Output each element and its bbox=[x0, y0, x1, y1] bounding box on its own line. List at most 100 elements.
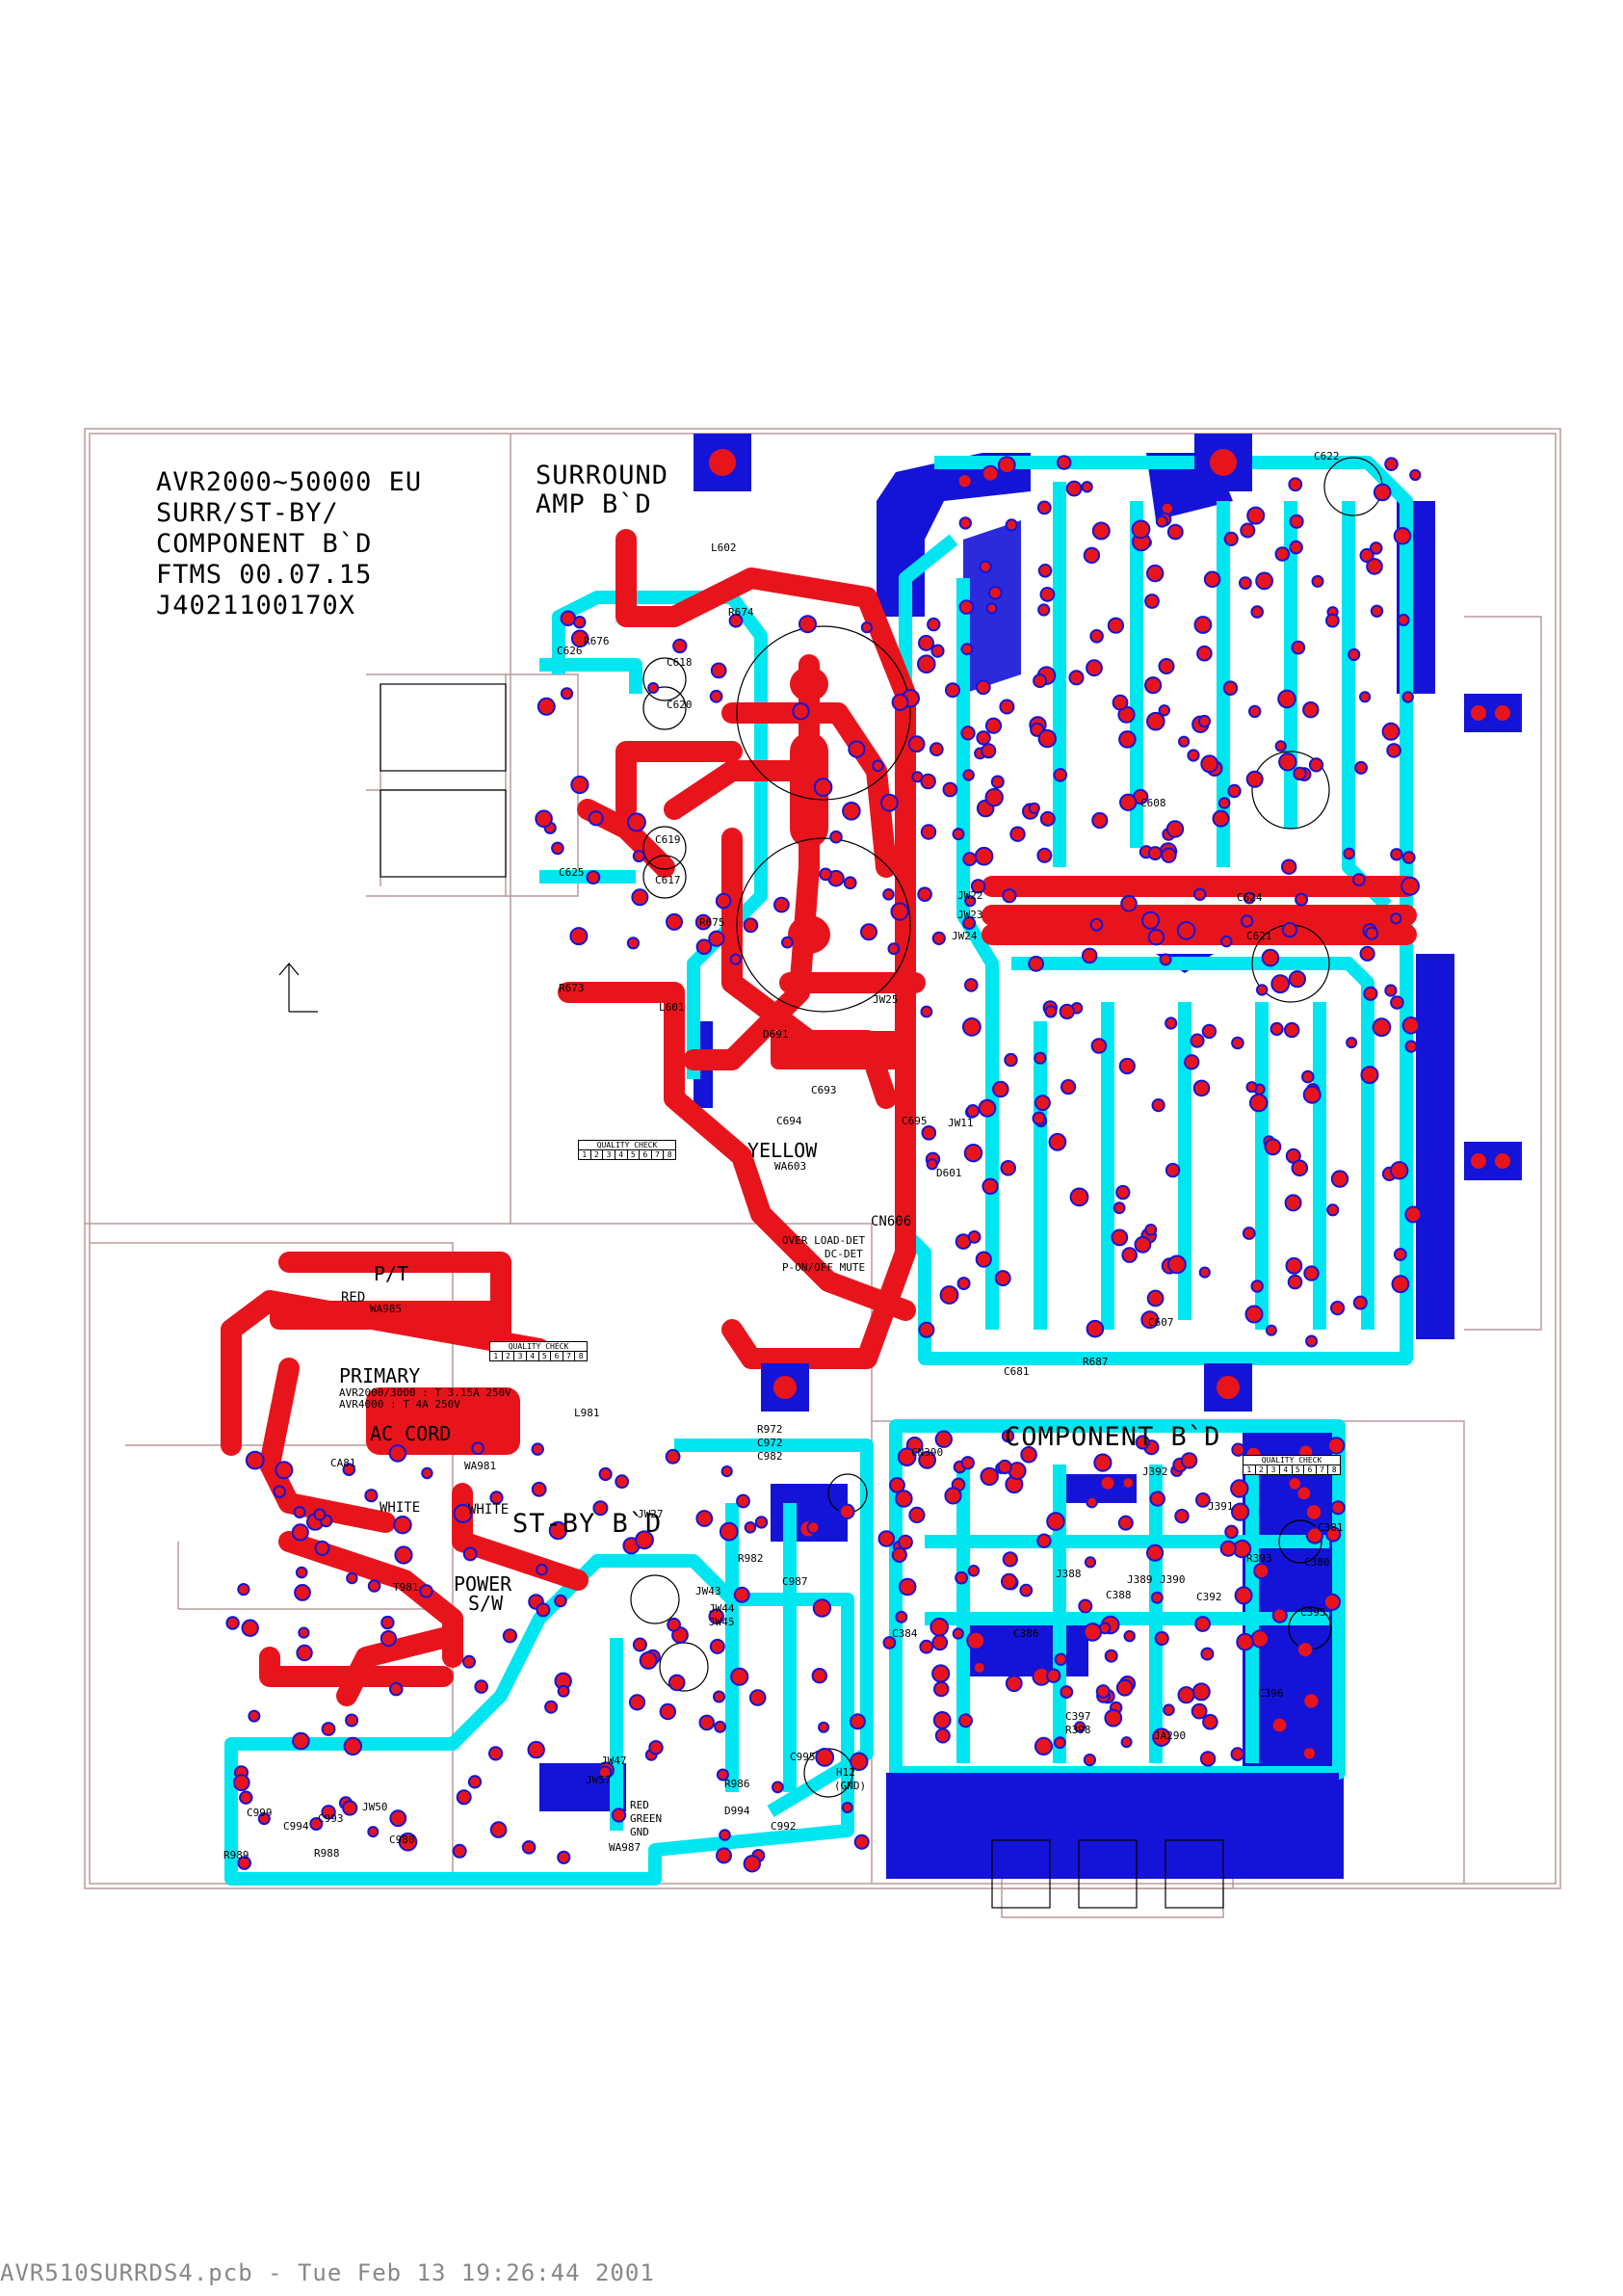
via bbox=[962, 916, 977, 931]
jw47-label: JW47 bbox=[601, 1755, 627, 1767]
via bbox=[1166, 523, 1184, 541]
via bbox=[907, 735, 926, 753]
via bbox=[931, 1634, 949, 1651]
via bbox=[1401, 1016, 1421, 1035]
via bbox=[934, 1728, 951, 1744]
qc-cell: 1 bbox=[1243, 1465, 1256, 1474]
via bbox=[1119, 793, 1138, 811]
via bbox=[1039, 587, 1056, 602]
via bbox=[942, 781, 958, 798]
via bbox=[848, 740, 866, 758]
via bbox=[666, 912, 683, 931]
via bbox=[1083, 1623, 1103, 1642]
via bbox=[1089, 917, 1104, 932]
c980-label: C980 bbox=[389, 1834, 415, 1846]
via bbox=[1381, 722, 1400, 741]
r982-label: R982 bbox=[738, 1552, 764, 1565]
via bbox=[659, 1702, 676, 1721]
qc-cell: 6 bbox=[1304, 1465, 1317, 1474]
via bbox=[1147, 929, 1165, 946]
via bbox=[1270, 974, 1291, 994]
qc-cell: 5 bbox=[539, 1352, 552, 1360]
via bbox=[1054, 1736, 1066, 1750]
via bbox=[1305, 1526, 1324, 1544]
via bbox=[1301, 1746, 1318, 1761]
via bbox=[1373, 483, 1392, 502]
jw50-label: JW50 bbox=[362, 1801, 388, 1813]
c396-label: C396 bbox=[1258, 1687, 1284, 1700]
via bbox=[1287, 1274, 1303, 1290]
via bbox=[1245, 1081, 1258, 1094]
via bbox=[964, 978, 979, 992]
via bbox=[1159, 953, 1172, 966]
via bbox=[997, 1459, 1012, 1475]
via bbox=[1093, 1453, 1113, 1472]
via bbox=[389, 1809, 407, 1828]
jw27-label: JW27 bbox=[638, 1508, 664, 1520]
via bbox=[744, 1521, 757, 1534]
via bbox=[489, 1821, 508, 1838]
via bbox=[364, 1489, 379, 1503]
via bbox=[979, 560, 992, 573]
via bbox=[1326, 1203, 1340, 1217]
via bbox=[1048, 1132, 1067, 1151]
via bbox=[548, 1520, 568, 1541]
via bbox=[980, 1466, 999, 1487]
sw-label: S/W bbox=[468, 1592, 504, 1615]
via bbox=[743, 917, 759, 934]
via bbox=[536, 1602, 551, 1618]
via bbox=[1086, 659, 1103, 677]
via bbox=[1178, 735, 1191, 748]
via bbox=[728, 613, 744, 628]
qc-cell: 8 bbox=[1331, 1465, 1337, 1474]
via bbox=[1195, 1492, 1211, 1508]
via bbox=[1167, 1254, 1187, 1275]
overload-label: OVER LOAD-DET bbox=[782, 1234, 866, 1247]
jw11-label: JW11 bbox=[948, 1117, 974, 1129]
via bbox=[467, 1775, 483, 1789]
via bbox=[1404, 1040, 1418, 1053]
via bbox=[1034, 1051, 1047, 1065]
via bbox=[887, 942, 901, 956]
orientation-arrow-icon bbox=[278, 963, 318, 1013]
c392-label: C392 bbox=[1196, 1591, 1222, 1603]
via bbox=[632, 850, 645, 863]
via bbox=[1401, 691, 1414, 703]
via bbox=[1002, 1551, 1018, 1568]
via bbox=[394, 1545, 413, 1565]
via bbox=[1104, 1649, 1118, 1663]
via bbox=[598, 1466, 613, 1482]
mute-label: P-ON/OFF MUTE bbox=[782, 1261, 866, 1274]
via bbox=[1245, 770, 1264, 788]
wa981-label: WA981 bbox=[464, 1460, 497, 1472]
via bbox=[531, 1442, 544, 1456]
via bbox=[1146, 711, 1165, 731]
ac-cord-label: AC CORD bbox=[370, 1422, 452, 1445]
white-label-2: WHITE bbox=[468, 1502, 510, 1517]
via bbox=[932, 1711, 952, 1729]
via bbox=[1180, 1452, 1198, 1469]
j390-label: J390 bbox=[1160, 1573, 1186, 1586]
r687-label: R687 bbox=[1083, 1356, 1109, 1368]
via bbox=[880, 793, 899, 812]
jw45-label: JW45 bbox=[709, 1616, 735, 1628]
via bbox=[920, 773, 936, 790]
via bbox=[560, 687, 574, 700]
via bbox=[1009, 826, 1026, 842]
via bbox=[920, 824, 937, 840]
via bbox=[648, 1740, 664, 1755]
via bbox=[1278, 752, 1297, 772]
via bbox=[918, 634, 934, 651]
r986-label: R986 bbox=[724, 1778, 750, 1790]
via bbox=[393, 1516, 412, 1535]
via bbox=[309, 1817, 324, 1831]
qc-cell: 7 bbox=[652, 1150, 665, 1159]
via bbox=[1154, 1630, 1169, 1647]
via bbox=[346, 1571, 358, 1585]
via bbox=[1084, 1556, 1097, 1569]
via bbox=[560, 610, 577, 627]
via bbox=[1393, 527, 1412, 545]
via bbox=[1037, 564, 1053, 578]
via bbox=[1107, 617, 1125, 634]
via bbox=[668, 1674, 686, 1692]
